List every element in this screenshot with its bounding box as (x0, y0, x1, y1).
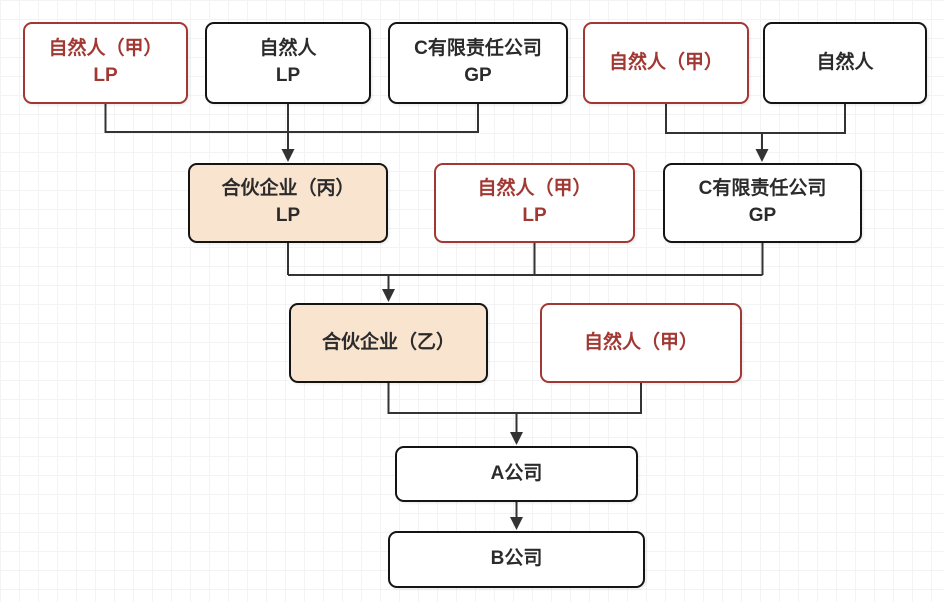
node-natural-person-lp: 自然人 LP (205, 22, 371, 104)
node-company-a: A公司 (395, 446, 638, 502)
node-c-company-gp-mid: C有限责任公司 GP (663, 163, 862, 243)
node-sublabel: LP (522, 205, 547, 226)
node-label: 自然人（甲） (477, 178, 592, 200)
node-label: 合伙企业（乙） (321, 331, 455, 353)
node-label: C有限责任公司 (414, 38, 542, 60)
node-natural-person-jia-lp-mid: 自然人（甲） LP (434, 163, 635, 243)
node-partnership-yi: 合伙企业（乙） (289, 303, 488, 383)
node-sublabel: GP (464, 65, 492, 86)
node-label: 合伙企业（丙） (221, 178, 355, 200)
node-label: 自然人（甲） (608, 51, 723, 73)
node-label: 自然人 (816, 51, 874, 73)
node-partnership-bing-lp: 合伙企业（丙） LP (188, 163, 388, 243)
node-label: A公司 (490, 462, 543, 484)
arrowhead-icon (755, 149, 769, 162)
node-label: C有限责任公司 (698, 178, 827, 200)
arrowhead-icon (510, 517, 523, 530)
node-natural-person: 自然人 (763, 22, 927, 104)
node-sublabel: LP (93, 65, 118, 86)
node-natural-person-jia-top: 自然人（甲） (583, 22, 749, 104)
node-label: 自然人（甲） (583, 331, 698, 353)
node-company-b: B公司 (388, 531, 645, 588)
node-label: 自然人 (259, 38, 317, 60)
node-label: 自然人（甲） (48, 38, 163, 60)
arrowhead-icon (281, 149, 295, 162)
connector-line (104, 104, 479, 133)
node-c-company-gp-top: C有限责任公司 GP (388, 22, 568, 104)
node-label: B公司 (490, 548, 543, 570)
node-sublabel: LP (275, 205, 301, 226)
arrowhead-icon (510, 432, 523, 445)
arrowhead-icon (382, 289, 395, 302)
connector-line (287, 243, 764, 276)
node-sublabel: LP (275, 65, 301, 86)
connector-line (387, 383, 642, 414)
connector-line (665, 104, 846, 134)
node-natural-person-jia-lp-top: 自然人（甲） LP (23, 22, 188, 104)
node-sublabel: GP (748, 205, 777, 226)
node-natural-person-jia-bottom: 自然人（甲） (540, 303, 742, 383)
